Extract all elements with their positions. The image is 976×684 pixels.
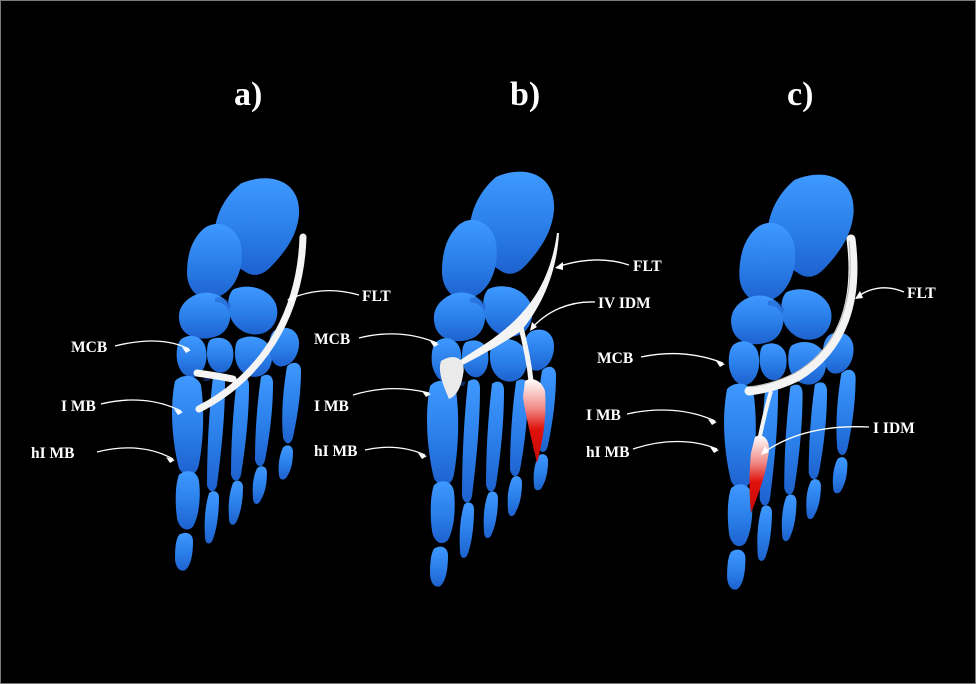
label-imb-c: I MB — [586, 407, 621, 424]
flt-tendon-b — [447, 233, 559, 373]
iv-idm-tendon — [518, 326, 534, 382]
arrow-mcb-c — [640, 352, 724, 364]
label-mcb-a: MCB — [71, 339, 107, 356]
arrow-imb-b — [352, 388, 430, 396]
flt-fibers-c — [750, 240, 851, 388]
label-himb-b: hI MB — [314, 443, 358, 460]
label-imb-b: I MB — [314, 398, 349, 415]
arrow-himb-c — [632, 440, 718, 450]
panel-label-a: a) — [234, 76, 262, 113]
label-mcb-b: MCB — [314, 331, 350, 348]
arrow-flt-b — [556, 259, 630, 268]
flt-tendon-c — [744, 234, 858, 396]
label-ivdm-b: IV IDM — [598, 295, 651, 312]
arrow-mcb-b — [358, 333, 438, 344]
arrow-idm-c — [762, 426, 870, 454]
label-flt-a: FLT — [362, 288, 391, 305]
label-flt-c: FLT — [907, 285, 936, 302]
arrow-mcb-a — [114, 340, 190, 350]
arrow-himb-a — [96, 447, 174, 460]
arrow-flt-c — [856, 287, 905, 298]
panel-label-b: b) — [510, 76, 540, 113]
foot-skeleton-a — [172, 178, 301, 571]
iv-idm-muscle — [523, 379, 546, 463]
tendon-insertion-b — [439, 357, 464, 399]
label-mcb-c: MCB — [597, 350, 633, 367]
label-flt-b: FLT — [633, 258, 662, 275]
panel-a: FLT MCB I MB hI MB — [31, 178, 391, 571]
i-idm-muscle — [749, 435, 769, 513]
panel-c: FLT MCB I MB hI MB I IDM — [586, 174, 936, 590]
panel-label-c: c) — [787, 76, 813, 113]
arrow-flt-a — [288, 290, 360, 300]
tendon-branch-a — [193, 369, 237, 383]
label-himb-a: hI MB — [31, 445, 75, 462]
arrow-imb-c — [626, 409, 716, 422]
arrow-himb-b — [364, 446, 426, 456]
arrow-ivdm-b — [530, 301, 596, 330]
label-idm-c: I IDM — [873, 420, 915, 437]
label-himb-c: hI MB — [586, 444, 630, 461]
panel-b: FLT IV IDM MCB I MB hI MB — [314, 171, 662, 587]
arrow-imb-a — [100, 399, 182, 412]
flt-tendon-a — [195, 233, 307, 413]
label-imb-a: I MB — [61, 398, 96, 415]
